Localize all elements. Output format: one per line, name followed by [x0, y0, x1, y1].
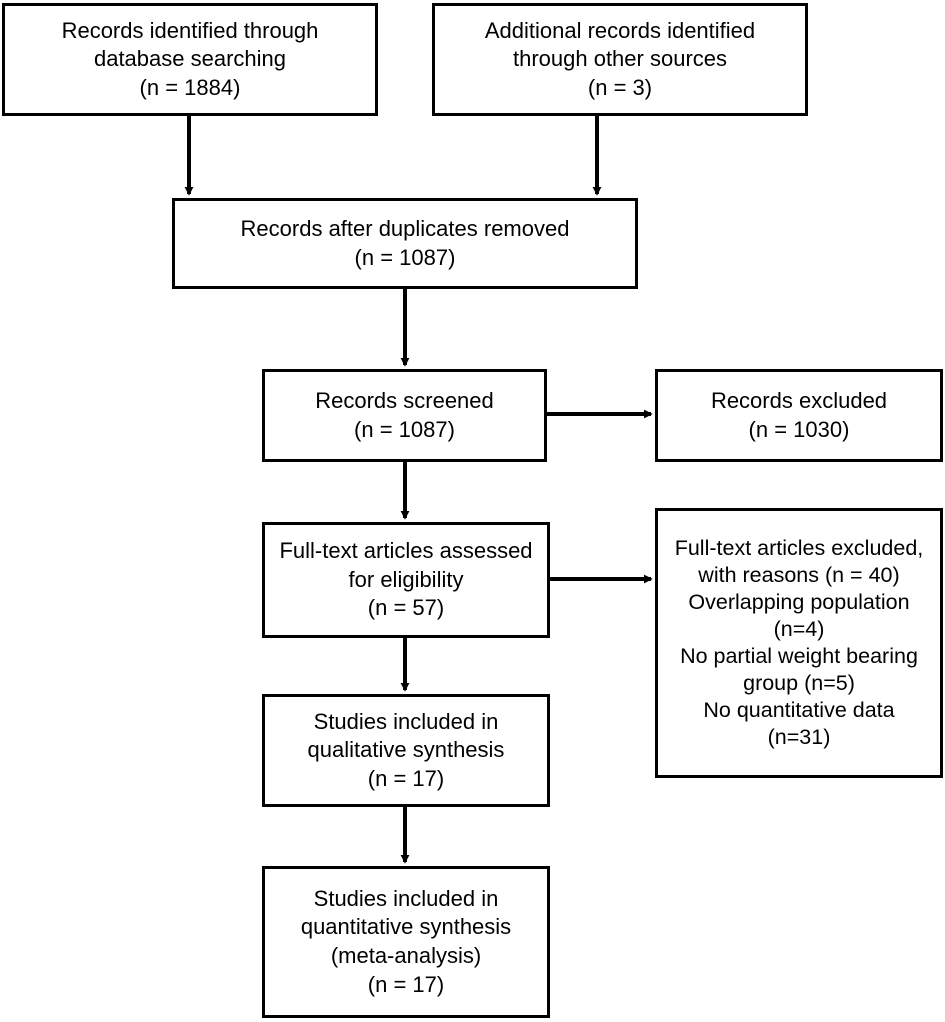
node-additional-records-other-sources: Additional records identified through ot…	[432, 3, 808, 116]
node-fulltext-articles-excluded-with-reasons: Full-text articles excluded, with reason…	[655, 508, 943, 778]
node-records-screened: Records screened (n = 1087)	[262, 369, 547, 462]
node-fulltext-articles-assessed: Full-text articles assessed for eligibil…	[262, 522, 550, 638]
node-records-after-duplicates-removed: Records after duplicates removed (n = 10…	[172, 198, 638, 289]
node-records-identified-database-searching: Records identified through database sear…	[2, 3, 378, 116]
node-studies-quantitative-synthesis: Studies included in quantitative synthes…	[262, 866, 550, 1018]
node-records-excluded: Records excluded (n = 1030)	[655, 369, 943, 462]
node-studies-qualitative-synthesis: Studies included in qualitative synthesi…	[262, 694, 550, 807]
